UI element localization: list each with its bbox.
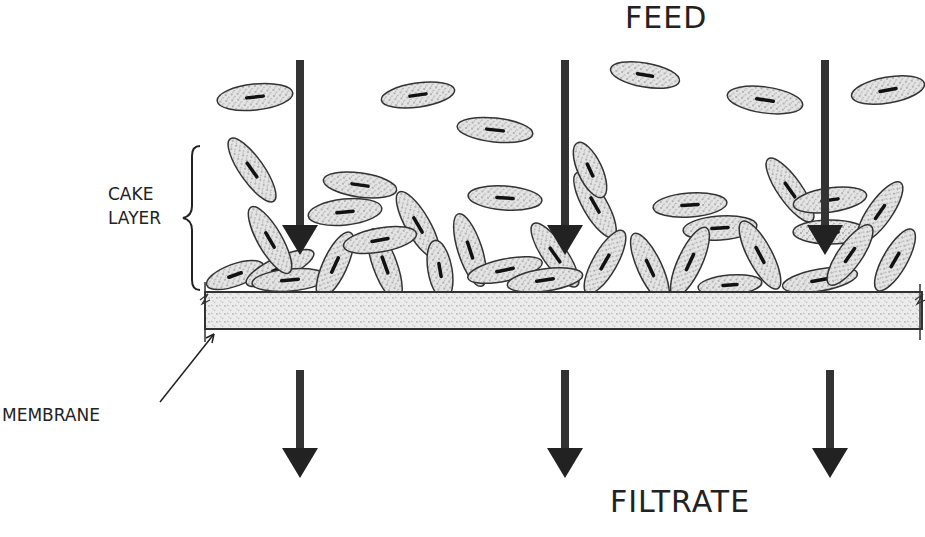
particle-body [758,152,821,228]
flow-arrows [282,60,848,478]
particle-body [341,222,418,258]
particle [758,152,821,228]
break-marks [200,294,925,304]
arrow-head [547,448,583,478]
particle-body [467,183,542,212]
arrow-head [282,225,318,255]
arrow-shaft [826,370,834,450]
particle-body [792,183,869,217]
particle [380,78,457,112]
particle [241,201,300,279]
particle [216,80,294,114]
particle-body [577,225,634,299]
particle-body [608,57,681,93]
particle-body [307,195,383,229]
particle-body [726,82,805,118]
particle-body [849,71,925,109]
particle-body [380,78,457,112]
arrow-shaft [821,60,829,227]
particle [566,138,613,203]
particle [792,183,869,217]
particle [652,190,727,219]
arrow-head [812,448,848,478]
membrane-band [205,292,922,329]
particles [203,57,925,307]
arrow-shaft [561,60,569,227]
particle [467,183,542,212]
particle [867,224,923,297]
particle-body [220,132,283,208]
particle-body [322,168,399,202]
membrane-label: MEMBRANE [2,405,100,425]
leader-tick [206,334,214,343]
particle [341,222,418,258]
particle [726,82,805,118]
particle [849,71,925,109]
particle [322,168,399,202]
feed-label: FEED [625,0,707,35]
particle [307,195,383,229]
leader-line [160,334,214,402]
particle-body [456,114,534,146]
particle-body [867,224,923,297]
cake-brace [183,146,200,290]
particle-body [216,80,294,114]
arrow-shaft [296,60,304,227]
filtrate-label: FILTRATE [610,484,750,519]
particle-body [652,190,727,219]
cake-label: CAKE LAYER [108,182,178,230]
particle [456,114,534,146]
arrow-head [807,225,843,255]
particle-body [566,138,613,203]
arrow-head [282,448,318,478]
arrow-shaft [296,370,304,450]
arrow-shaft [561,370,569,450]
arrow-head [547,225,583,255]
membrane-break [205,282,920,342]
particle-body [241,201,300,279]
particle [220,132,283,208]
particle [577,225,634,299]
particle [608,57,681,93]
